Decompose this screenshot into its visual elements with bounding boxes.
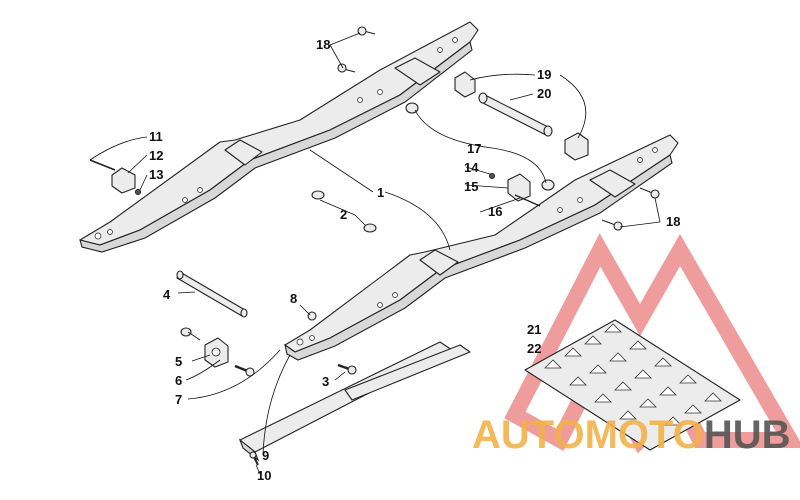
callout-13: 13 <box>149 167 163 182</box>
bolt-18-a <box>357 26 376 36</box>
callout-6: 6 <box>175 373 182 388</box>
bolt-3 <box>337 363 357 375</box>
washer-2b <box>363 223 377 233</box>
watermark-moto: MOTO <box>585 413 704 457</box>
callout-1: 1 <box>377 185 384 200</box>
washer-2a <box>311 190 325 200</box>
nut-8 <box>307 311 317 321</box>
callout-17: 17 <box>467 141 481 156</box>
block-6 <box>204 337 229 368</box>
watermark-text: AUTOMOTOHUB <box>472 413 791 457</box>
bushing-17 <box>541 179 555 191</box>
rail-back <box>79 21 479 253</box>
rail-front <box>284 134 679 361</box>
block-19-top <box>454 71 476 98</box>
callout-11: 11 <box>149 129 163 144</box>
callout-19: 19 <box>537 67 551 82</box>
watermark-auto: AUTO <box>472 413 585 457</box>
nut-14 <box>488 172 496 180</box>
bolt-7 <box>234 364 255 377</box>
bolt-11 <box>89 159 116 171</box>
callout-9: 9 <box>262 448 269 463</box>
callout-8: 8 <box>290 291 297 306</box>
callout-10: 10 <box>257 468 271 483</box>
callout-2: 2 <box>340 207 347 222</box>
bolt-18-b <box>337 63 356 73</box>
leader-lines <box>89 32 661 475</box>
nut-13 <box>134 188 142 196</box>
callout-5: 5 <box>175 354 182 369</box>
bolt-16 <box>514 194 541 207</box>
block-12 <box>111 167 136 194</box>
callout-22: 22 <box>527 341 541 356</box>
bolt-10 <box>249 451 259 466</box>
callout-20: 20 <box>537 86 551 101</box>
block-19-bottom <box>564 132 589 161</box>
watermark-hub: HUB <box>704 413 791 457</box>
callout-12: 12 <box>149 148 163 163</box>
slide-wear-bar <box>238 341 471 462</box>
callout-3: 3 <box>322 374 329 389</box>
nut-5 <box>180 327 192 337</box>
callout-14: 14 <box>464 160 479 175</box>
callout-15: 15 <box>464 179 478 194</box>
callout-7: 7 <box>175 392 182 407</box>
cross-shaft <box>176 270 248 318</box>
callout-18-top: 18 <box>316 37 330 52</box>
callouts: 1 2 3 4 5 6 7 8 9 10 11 12 13 14 15 16 1… <box>149 37 680 483</box>
bolt-18-c <box>639 187 660 199</box>
callout-16: 16 <box>488 204 502 219</box>
bolt-18-d <box>601 219 623 231</box>
callout-18-right: 18 <box>666 214 680 229</box>
block-15 <box>507 173 531 202</box>
stud-grid <box>524 319 741 451</box>
upper-shaft <box>478 92 553 137</box>
callout-21: 21 <box>527 322 541 337</box>
callout-4: 4 <box>163 287 171 302</box>
svg-text:AUTOMOTOHUB: AUTOMOTOHUB <box>472 413 791 457</box>
